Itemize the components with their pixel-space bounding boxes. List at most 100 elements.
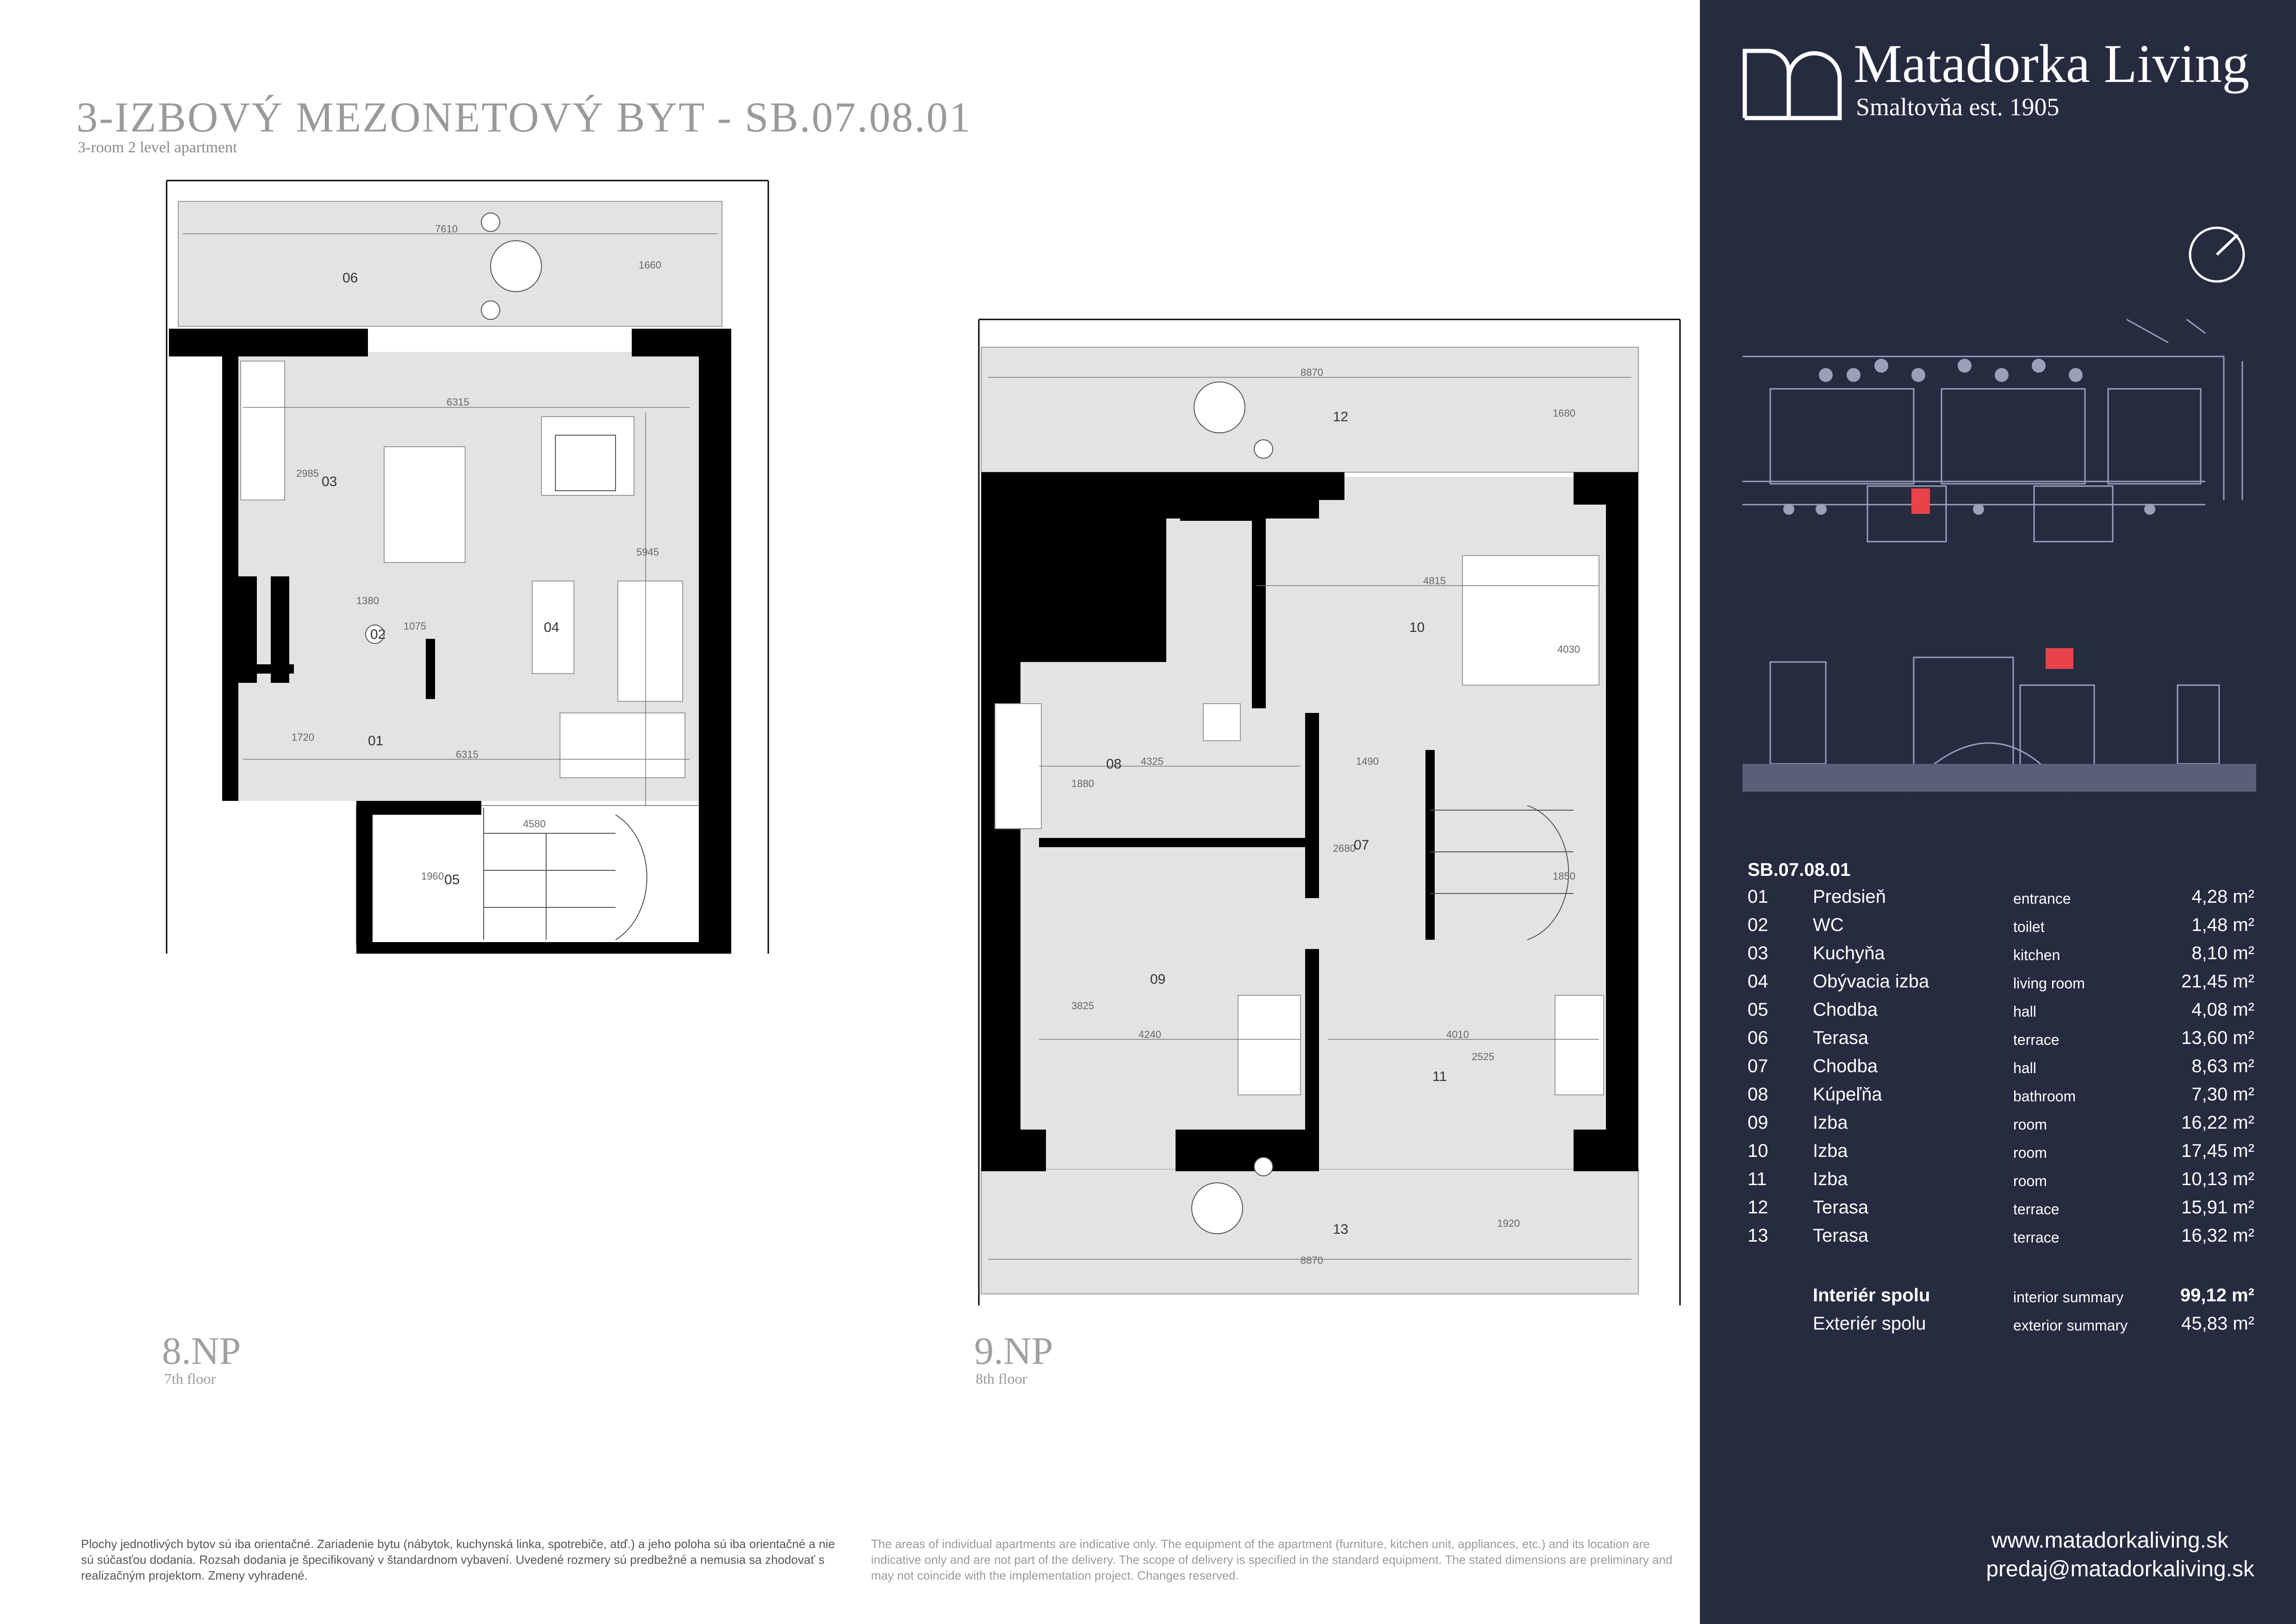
room-number: 12 <box>1333 409 1348 425</box>
floor-plan-9np: 8870 1680 4815 4030 4325 1880 1490 2680 … <box>978 319 1681 1305</box>
room-name-sk: Terasa <box>1813 1028 1869 1048</box>
room-name-sk: Obývacia izba <box>1813 971 1929 992</box>
room-area: 7,30 m² <box>2191 1084 2254 1105</box>
room-num: 08 <box>1748 1084 1768 1105</box>
dimension-label: 1680 <box>1553 407 1575 419</box>
room-number: 13 <box>1333 1222 1348 1237</box>
room-area: 16,22 m² <box>2181 1112 2254 1133</box>
room-number: 07 <box>1354 837 1369 853</box>
room-area: 4,08 m² <box>2191 999 2254 1020</box>
disclaimer-en: The areas of individual apartments are i… <box>871 1537 1673 1582</box>
room-num: 12 <box>1748 1197 1768 1218</box>
dimension-label: 1660 <box>639 259 661 271</box>
brand-tagline: Smaltovňa est. 1905 <box>1856 93 2060 121</box>
dimension-label: 2525 <box>1472 1051 1494 1062</box>
summary-row: Interiér spolu interior summary 99,12 m² <box>1748 1285 2254 1313</box>
room-name-en: entrance <box>2013 890 2071 907</box>
room-num: 03 <box>1748 943 1768 963</box>
room-number: 03 <box>322 474 337 489</box>
summary-area: 99,12 m² <box>2180 1285 2254 1305</box>
room-name-sk: Kúpeľňa <box>1813 1084 1882 1105</box>
compass-icon <box>2189 226 2245 283</box>
brand-name: Matadorka Living <box>1854 33 2250 94</box>
summary-name-sk: Interiér spolu <box>1813 1285 1930 1305</box>
room-number: 04 <box>544 620 559 635</box>
room-name-en: kitchen <box>2013 947 2060 963</box>
floor-sublabel-8np: 7th floor <box>164 1370 216 1387</box>
room-name-sk: Chodba <box>1813 1056 1878 1076</box>
room-number: 05 <box>444 872 460 887</box>
dimension-label: 6315 <box>456 749 479 760</box>
room-num: 01 <box>1748 887 1768 907</box>
page-subtitle: 3-room 2 level apartment <box>78 139 237 156</box>
dimension-label: 4010 <box>1446 1029 1469 1040</box>
floor-label-8np: 8.NP <box>162 1330 241 1373</box>
room-name-en: terrace <box>2013 1201 2060 1218</box>
room-area: 17,45 m² <box>2181 1141 2254 1161</box>
room-row: 01 Predsieň entrance 4,28 m² <box>1748 887 2254 914</box>
dimension-label: 1720 <box>292 731 314 743</box>
room-row: 13 Terasa terrace 16,32 m² <box>1748 1225 2254 1253</box>
room-name-en: room <box>2013 1144 2047 1161</box>
room-num: 06 <box>1748 1028 1768 1048</box>
floor-label-9np: 9.NP <box>974 1330 1053 1373</box>
dimension-label: 2680 <box>1333 843 1356 854</box>
room-area: 8,63 m² <box>2191 1056 2254 1076</box>
apartment-location-marker <box>1911 488 1930 514</box>
building-elevation-diagram <box>1742 648 2256 793</box>
room-num: 05 <box>1748 999 1768 1020</box>
room-row: 02 WC toilet 1,48 m² <box>1748 915 2254 943</box>
room-number: 01 <box>368 733 383 749</box>
room-num: 07 <box>1748 1056 1768 1076</box>
room-name-sk: Kuchyňa <box>1813 943 1885 963</box>
room-area: 8,10 m² <box>2191 943 2254 963</box>
room-area: 15,91 m² <box>2181 1197 2254 1218</box>
room-area: 1,48 m² <box>2191 915 2254 935</box>
room-name-sk: Terasa <box>1813 1225 1869 1246</box>
room-number: 09 <box>1150 972 1165 987</box>
room-name-en: terrace <box>2013 1229 2060 1246</box>
page-title: 3-IZBOVÝ MEZONETOVÝ BYT - SB.07.08.01 <box>76 94 972 141</box>
room-row: 10 Izba room 17,45 m² <box>1748 1141 2254 1168</box>
summary-name-en: interior summary <box>2013 1289 2124 1305</box>
room-row: 12 Terasa terrace 15,91 m² <box>1748 1197 2254 1225</box>
room-area: 10,13 m² <box>2181 1169 2254 1189</box>
site-plan-diagram <box>1742 319 2243 543</box>
dimension-label: 1850 <box>1553 870 1575 882</box>
dimension-label: 2985 <box>296 468 319 479</box>
room-number: 11 <box>1432 1069 1447 1084</box>
room-area: 4,28 m² <box>2191 887 2254 907</box>
room-name-en: terrace <box>2013 1031 2060 1048</box>
room-num: 13 <box>1748 1225 1768 1246</box>
room-name-sk: Izba <box>1813 1112 1848 1133</box>
room-name-sk: Predsieň <box>1813 887 1886 907</box>
dimension-label: 8870 <box>1300 367 1323 378</box>
room-row: 08 Kúpeľňa bathroom 7,30 m² <box>1748 1084 2254 1112</box>
room-num: 11 <box>1748 1169 1767 1189</box>
room-name-en: room <box>2013 1173 2047 1189</box>
website-link[interactable]: www.matadorkaliving.sk <box>1991 1528 2228 1553</box>
room-area: 21,45 m² <box>2181 971 2254 992</box>
dimension-label: 1075 <box>404 620 426 632</box>
room-name-en: living room <box>2013 975 2085 992</box>
arches-logo-icon <box>1742 49 1842 120</box>
summary-area: 45,83 m² <box>2181 1313 2254 1334</box>
summary-name-en: exterior summary <box>2013 1317 2128 1334</box>
apartment-location-marker <box>2046 648 2073 669</box>
room-row: 04 Obývacia izba living room 21,45 m² <box>1748 971 2254 999</box>
dimension-label: 4030 <box>1557 643 1580 655</box>
room-name-sk: Izba <box>1813 1169 1848 1189</box>
room-name-en: toilet <box>2013 918 2045 935</box>
room-name-sk: Izba <box>1813 1141 1848 1161</box>
room-number: 06 <box>342 270 358 286</box>
email-link[interactable]: predaj@matadorkaliving.sk <box>1986 1557 2254 1581</box>
dimension-label: 1920 <box>1497 1218 1520 1229</box>
dimension-label: 1960 <box>421 870 444 882</box>
room-row: 06 Terasa terrace 13,60 m² <box>1748 1028 2254 1056</box>
dimension-label: 5945 <box>636 546 659 558</box>
dimension-label: 3825 <box>1071 1000 1094 1012</box>
apartment-code: SB.07.08.01 <box>1748 860 1851 880</box>
room-area: 16,32 m² <box>2181 1225 2254 1246</box>
summary-row: Exteriér spolu exterior summary 45,83 m² <box>1748 1313 2254 1341</box>
dimension-label: 7610 <box>435 223 458 235</box>
